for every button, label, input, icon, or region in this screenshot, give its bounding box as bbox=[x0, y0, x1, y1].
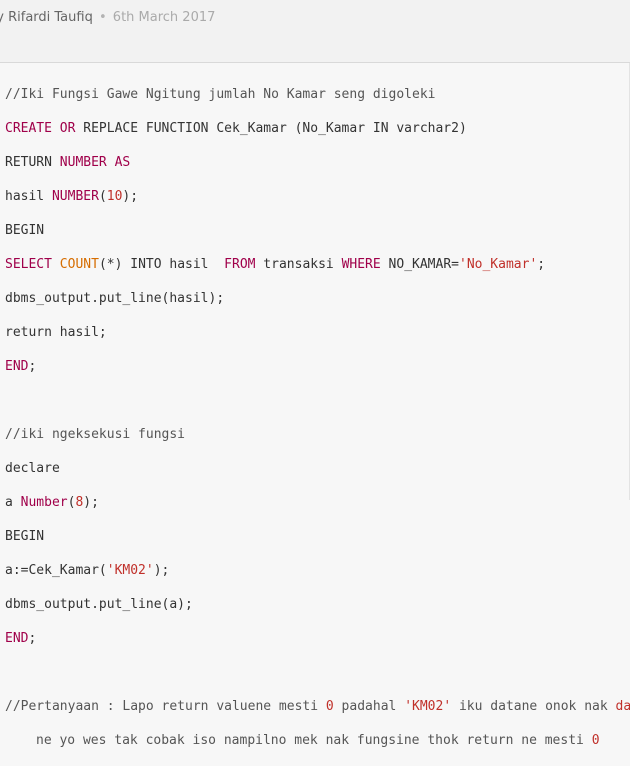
code-text: ; bbox=[28, 631, 37, 646]
keyword: WHERE bbox=[341, 257, 381, 272]
code-line-11: //iki ngeksekusi fungsi bbox=[5, 426, 630, 443]
code-text: ); bbox=[122, 189, 139, 204]
keyword: Number bbox=[20, 495, 68, 510]
code-line-4: hasil NUMBER(10); bbox=[5, 188, 630, 205]
code-comment: ne yo wes tak cobak iso nampilno mek nak… bbox=[36, 733, 592, 748]
code-text: NO_KAMAR= bbox=[380, 257, 459, 272]
code-text: a:=Cek_Kamar( bbox=[5, 563, 107, 578]
code-text: ( bbox=[98, 189, 107, 204]
code-text: ; bbox=[537, 257, 546, 272]
by-label: by bbox=[0, 10, 4, 25]
string-literal: 'No_Kamar' bbox=[459, 257, 538, 272]
code-line-16: dbms_output.put_line(a); bbox=[5, 596, 630, 613]
code-text: ); bbox=[83, 495, 99, 510]
post-byline: by Rifardi Taufiq • 6th March 2017 bbox=[0, 10, 215, 25]
code-comment: //Iki Fungsi Gawe Ngitung jumlah No Kama… bbox=[5, 87, 436, 102]
code-line-9: END; bbox=[5, 358, 630, 375]
keyword: NUMBER bbox=[51, 189, 99, 204]
code-line-14: BEGIN bbox=[5, 528, 630, 545]
code-text: declare bbox=[5, 461, 60, 476]
keyword: SELECT bbox=[5, 257, 52, 272]
keyword: FROM bbox=[224, 257, 256, 272]
code-line-15: a:=Cek_Kamar('KM02'); bbox=[5, 562, 630, 579]
post-header: by Rifardi Taufiq • 6th March 2017 bbox=[0, 0, 630, 63]
code-comment-overflow: da bbox=[615, 699, 630, 714]
code-text: (*) INTO hasil bbox=[98, 257, 225, 272]
code-block: //Iki Fungsi Gawe Ngitung jumlah No Kama… bbox=[5, 69, 630, 766]
code-text: a bbox=[5, 495, 21, 510]
keyword: END bbox=[5, 631, 29, 646]
keyword: AS bbox=[114, 155, 131, 170]
code-text: ; bbox=[28, 359, 37, 374]
post-date: 6th March 2017 bbox=[112, 10, 216, 25]
code-text: hasil bbox=[5, 189, 52, 204]
keyword: END bbox=[5, 359, 29, 374]
code-line-1: //Iki Fungsi Gawe Ngitung jumlah No Kama… bbox=[5, 86, 630, 103]
code-comment: iku datane onok nak bbox=[451, 699, 616, 714]
code-line-3: RETURN NUMBER AS bbox=[5, 154, 630, 171]
code-text: transaksi bbox=[255, 257, 342, 272]
string-literal: 'KM02' bbox=[106, 563, 154, 578]
keyword: OR bbox=[59, 121, 76, 136]
code-line-12: declare bbox=[5, 460, 630, 477]
code-line-2: CREATE OR REPLACE FUNCTION Cek_Kamar (No… bbox=[5, 120, 630, 137]
code-text: REPLACE FUNCTION Cek_Kamar (No_Kamar IN … bbox=[75, 121, 467, 136]
code-text: ); bbox=[153, 563, 170, 578]
code-text: BEGIN bbox=[5, 223, 45, 238]
code-line-18 bbox=[5, 664, 630, 681]
code-line-5: BEGIN bbox=[5, 222, 630, 239]
number-literal: 0 bbox=[325, 699, 334, 714]
code-text: RETURN bbox=[5, 155, 60, 170]
number-literal: 10 bbox=[106, 189, 123, 204]
code-line-20: ne yo wes tak cobak iso nampilno mek nak… bbox=[5, 732, 630, 749]
number-literal: 0 bbox=[591, 733, 600, 748]
code-line-7: dbms_output.put_line(hasil); bbox=[5, 290, 630, 307]
string-literal: 'KM02' bbox=[404, 699, 452, 714]
code-text: dbms_output.put_line(a); bbox=[5, 597, 193, 612]
code-line-19: //Pertanyaan : Lapo return valuene mesti… bbox=[5, 698, 630, 715]
code-text: return hasil; bbox=[5, 325, 107, 340]
keyword: CREATE bbox=[5, 121, 52, 136]
byline-separator: • bbox=[98, 10, 107, 25]
code-comment: padahal bbox=[333, 699, 405, 714]
keyword: NUMBER bbox=[59, 155, 107, 170]
code-comment: //iki ngeksekusi fungsi bbox=[5, 427, 186, 442]
code-line-13: a Number(8); bbox=[5, 494, 630, 511]
function-name: COUNT bbox=[59, 257, 99, 272]
code-line-8: return hasil; bbox=[5, 324, 630, 341]
code-line-10 bbox=[5, 392, 630, 409]
code-comment: //Pertanyaan : Lapo return valuene mesti bbox=[5, 699, 326, 714]
code-text: dbms_output.put_line(hasil); bbox=[5, 291, 225, 306]
author-link[interactable]: Rifardi Taufiq bbox=[8, 10, 93, 25]
code-line-6: SELECT COUNT(*) INTO hasil FROM transaks… bbox=[5, 256, 630, 273]
code-text: BEGIN bbox=[5, 529, 45, 544]
code-line-17: END; bbox=[5, 630, 630, 647]
